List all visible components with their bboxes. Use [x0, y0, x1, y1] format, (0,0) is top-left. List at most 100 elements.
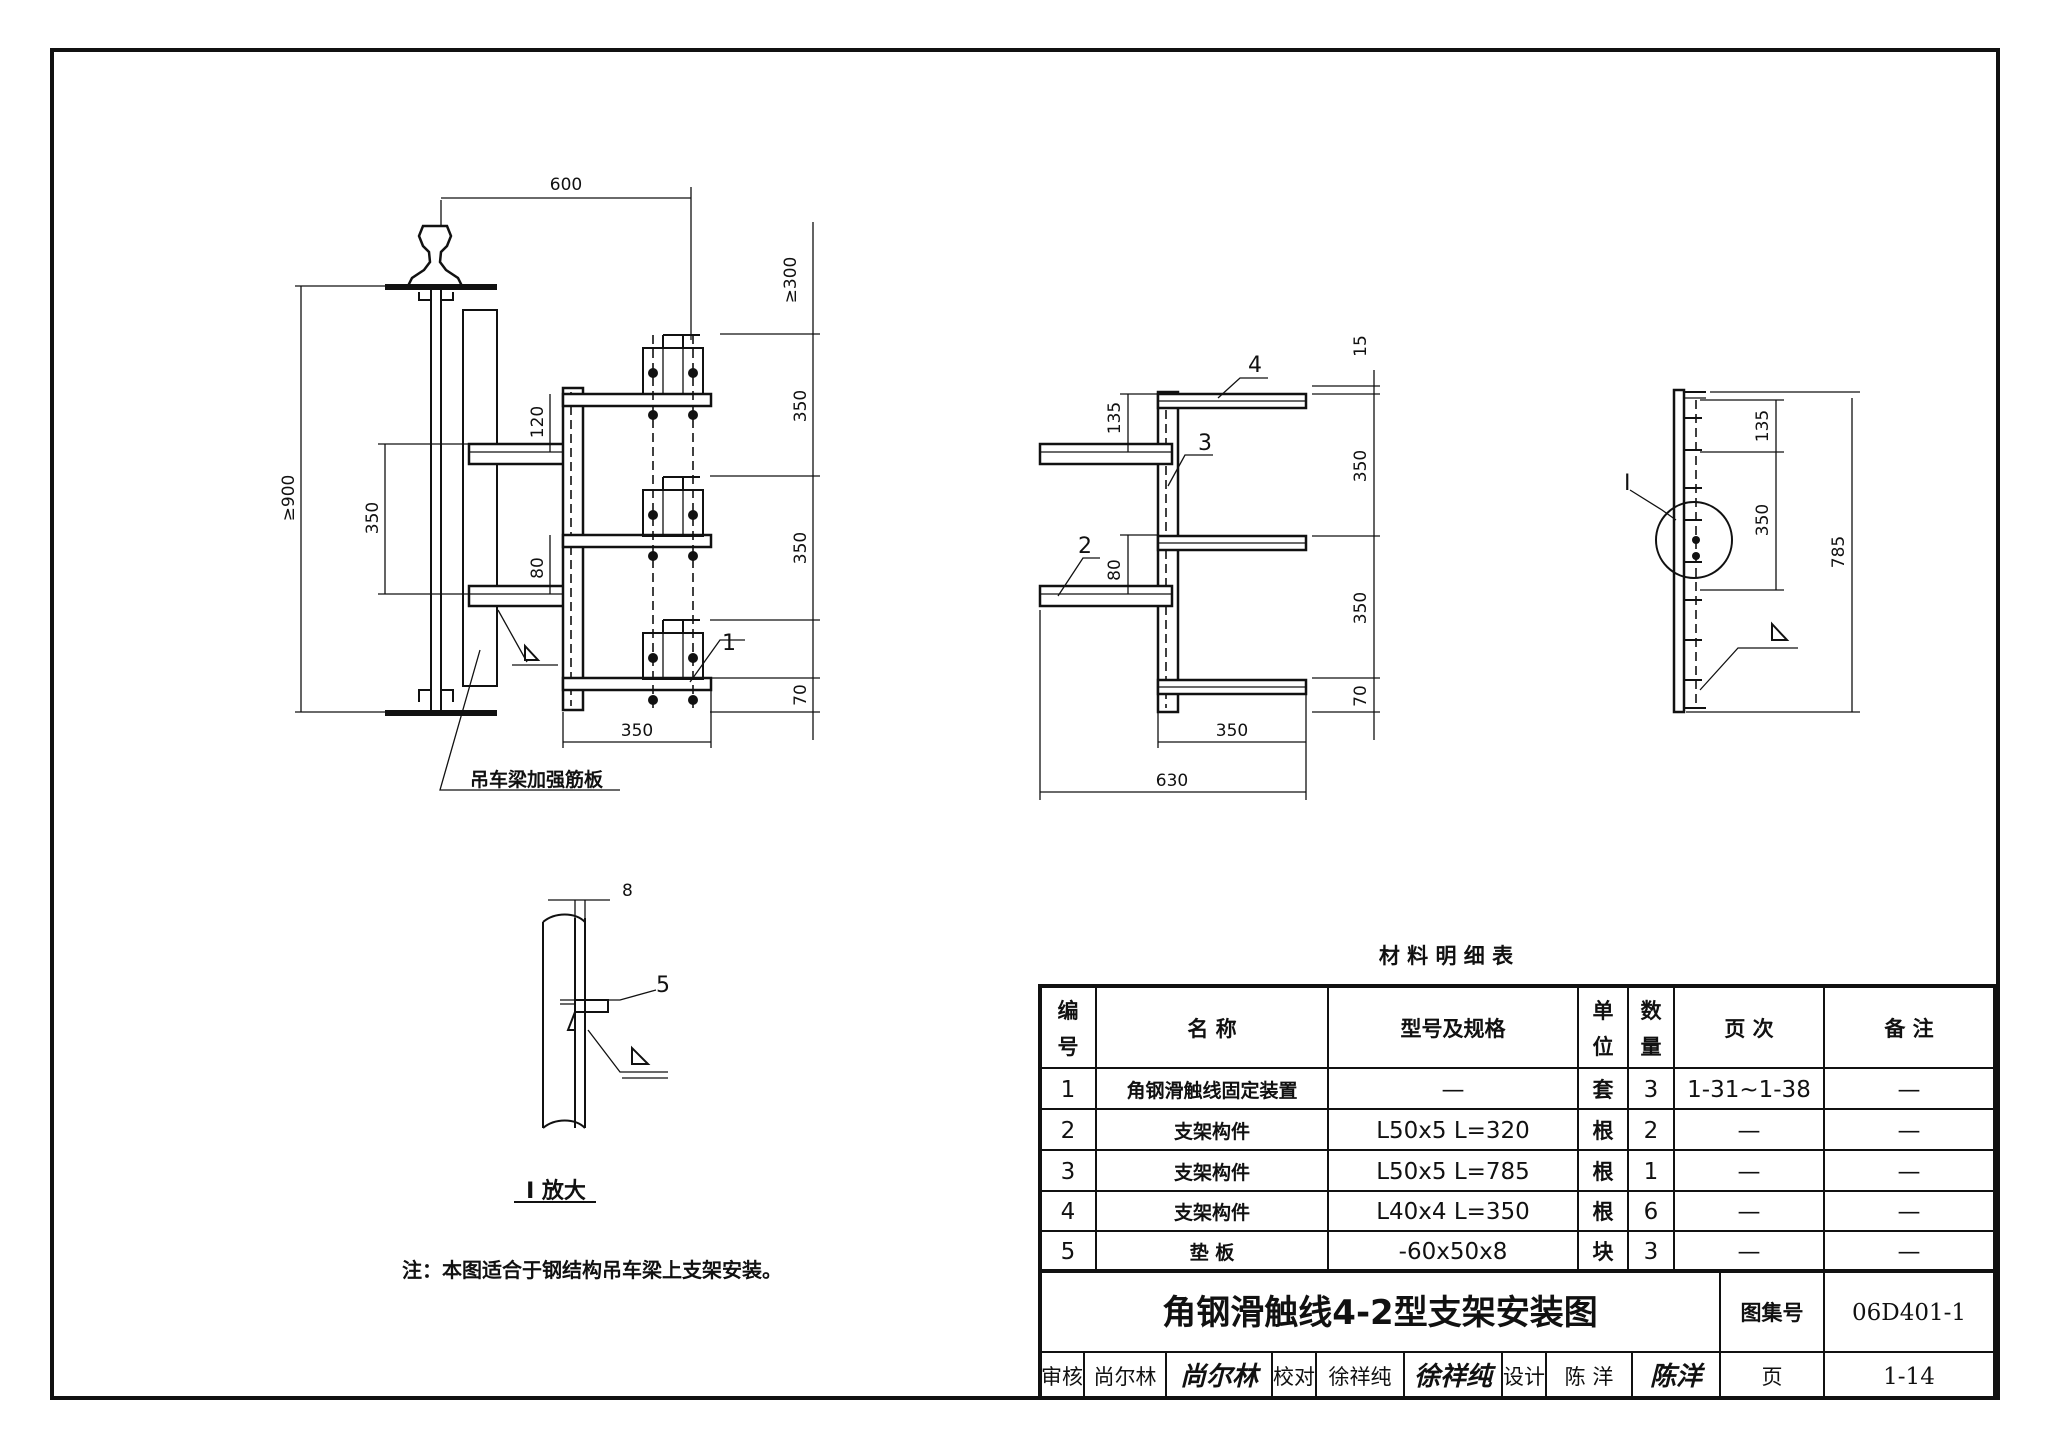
page-label: 页 [1762, 1365, 1783, 1389]
stiffener-plate [462, 309, 498, 687]
holder-arm-bottom [561, 676, 713, 692]
dim-135: 135 [1753, 410, 1773, 442]
table-row: 3 支架构件 L50x5 L=785 根 1 — — [1061, 1159, 1921, 1185]
reviewer-signature: 尚尔林 [1180, 1362, 1262, 1392]
view-2-bracket: 15 135 350 80 350 70 350 630 4 3 2 [1038, 335, 1380, 800]
cell-page: — [1738, 1159, 1761, 1185]
dim-600: 600 [550, 175, 582, 195]
conductor-holder-3 [642, 619, 704, 705]
dim-350: 350 [1753, 504, 1773, 536]
dim-350-upper: 350 [1351, 450, 1371, 482]
design-label: 设计 [1503, 1365, 1545, 1389]
cell-remark: — [1898, 1159, 1921, 1185]
cell-name: 支架构件 [1173, 1201, 1250, 1224]
detail-caption: I 放大 [526, 1178, 586, 1204]
cell-unit: 根 [1593, 1200, 1614, 1224]
cell-qty: 1 [1644, 1159, 1659, 1185]
cell-no: 1 [1061, 1077, 1076, 1103]
cell-page: — [1738, 1199, 1761, 1225]
designer-signature: 陈洋 [1650, 1362, 1706, 1392]
bottom-flange [385, 710, 497, 716]
bracket-left-arm-upper [1038, 442, 1174, 466]
cell-page: — [1738, 1118, 1761, 1144]
dim-80: 80 [1105, 559, 1125, 581]
callout-3: 3 [1198, 431, 1212, 456]
header-no-2: 号 [1058, 1035, 1079, 1059]
cell-model: L40x4 L=350 [1376, 1199, 1530, 1225]
dim-120: 120 [528, 406, 548, 438]
header-name: 名 称 [1187, 1017, 1236, 1041]
detail-I-enlarged: 8 5 I 放大 [514, 881, 670, 1204]
atlas-label: 图集号 [1741, 1301, 1804, 1325]
stiffener-plate-label: 吊车梁加强筋板 [470, 768, 604, 791]
cell-qty: 2 [1644, 1118, 1659, 1144]
dim-785: 785 [1829, 536, 1849, 568]
cell-qty: 3 [1644, 1077, 1659, 1103]
view-3-side: 135 350 785 I [1624, 388, 1860, 714]
dim-350-right-bottom: 350 [791, 532, 811, 564]
sheet-border [50, 48, 2000, 1400]
check-label: 校对 [1273, 1365, 1315, 1389]
rail-profile [405, 224, 465, 288]
side-vertical-member [1672, 388, 1686, 714]
dim-min-300: ≥300 [781, 257, 801, 304]
bracket-vertical-member [1156, 390, 1180, 714]
atlas-number: 06D401-1 [1852, 1300, 1966, 1326]
dim-630: 630 [1156, 771, 1188, 791]
cell-no: 2 [1061, 1118, 1076, 1144]
table-row: 4 支架构件 L40x4 L=350 根 6 — — [1061, 1199, 1921, 1225]
header-model: 型号及规格 [1401, 1017, 1507, 1041]
header-unit-1: 单 [1593, 999, 1614, 1023]
cell-model: — [1442, 1077, 1465, 1103]
table-row: 5 垫 板 -60x50x8 块 3 — — [1061, 1239, 1921, 1265]
header-qty-2: 量 [1641, 1035, 1662, 1059]
holder-arm-top [561, 392, 713, 408]
cell-remark: — [1898, 1199, 1921, 1225]
reviewer-name: 尚尔林 [1094, 1365, 1157, 1389]
cell-unit: 套 [1593, 1078, 1614, 1102]
dim-min-900: ≥900 [279, 475, 299, 522]
table-row: 1 角钢滑触线固定装置 — 套 3 1-31~1-38 — [1061, 1077, 1921, 1103]
header-no-1: 编 [1058, 999, 1079, 1023]
table-row: 2 支架构件 L50x5 L=320 根 2 — — [1061, 1118, 1921, 1144]
dim-350-right-top: 350 [791, 390, 811, 422]
cell-no: 3 [1061, 1159, 1076, 1185]
cell-qty: 6 [1644, 1199, 1659, 1225]
checker-name: 徐祥纯 [1329, 1365, 1392, 1389]
cell-name: 支架构件 [1173, 1161, 1250, 1184]
callout-1: 1 [722, 631, 736, 656]
dim-70: 70 [791, 684, 811, 706]
dim-15: 15 [1351, 335, 1371, 357]
callout-I: I [1624, 471, 1631, 496]
cell-no: 5 [1061, 1239, 1076, 1265]
cell-page: — [1738, 1239, 1761, 1265]
header-page: 页 次 [1724, 1017, 1773, 1041]
cell-unit: 块 [1593, 1240, 1615, 1264]
material-table: 材 料 明 细 表 编 号 名 称 型号及规格 单 位 数 量 页 [1038, 944, 1997, 1400]
dim-350-left: 350 [363, 502, 383, 534]
cell-name: 垫 板 [1190, 1241, 1236, 1264]
callout-2: 2 [1078, 534, 1092, 559]
dim-135: 135 [1105, 402, 1125, 434]
cell-page: 1-31~1-38 [1687, 1077, 1811, 1103]
cell-remark: — [1898, 1077, 1921, 1103]
side-bolts [1684, 417, 1702, 681]
cell-name: 角钢滑触线固定装置 [1126, 1079, 1297, 1102]
table-caption: 材 料 明 细 表 [1379, 944, 1514, 968]
page-number: 1-14 [1883, 1364, 1935, 1390]
header-unit-2: 位 [1593, 1035, 1614, 1059]
holder-arm-mid [561, 533, 713, 549]
dim-350-width: 350 [1216, 721, 1248, 741]
cell-model: L50x5 L=785 [1376, 1159, 1530, 1185]
review-label: 审核 [1041, 1365, 1083, 1389]
callout-5: 5 [656, 973, 670, 998]
conductor-holder-1 [642, 334, 704, 420]
conductor-holder-2 [642, 476, 704, 561]
cell-model: -60x50x8 [1399, 1239, 1508, 1265]
cell-unit: 根 [1593, 1160, 1614, 1184]
header-qty-1: 数 [1641, 999, 1663, 1023]
cell-model: L50x5 L=320 [1376, 1118, 1530, 1144]
cell-name: 支架构件 [1173, 1120, 1250, 1143]
dim-80: 80 [528, 557, 548, 579]
